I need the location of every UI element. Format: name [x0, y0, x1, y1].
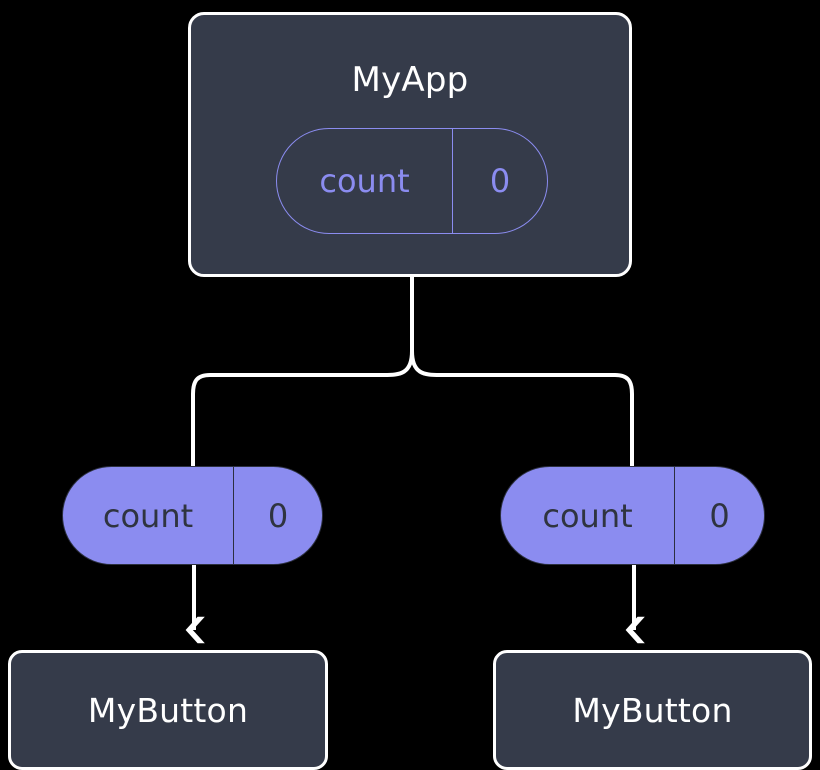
component-node-mybutton-right[interactable]: MyButton — [493, 650, 812, 770]
component-node-mybutton-left[interactable]: MyButton — [8, 650, 328, 770]
component-label-mybutton: MyButton — [87, 690, 249, 730]
state-key-label: count — [319, 162, 410, 200]
state-pill-branch-right[interactable]: count 0 — [500, 466, 765, 565]
edge-branch-left — [191, 349, 414, 468]
state-value-label: 0 — [452, 129, 547, 233]
state-value-label: 0 — [674, 467, 764, 564]
state-pill-root[interactable]: count 0 — [276, 128, 548, 234]
edge-branch-right — [410, 349, 634, 468]
state-key-label: count — [102, 496, 194, 535]
component-label-mybutton: MyButton — [572, 690, 733, 730]
state-pill-branch-left[interactable]: count 0 — [62, 466, 323, 565]
state-key-label: count — [542, 496, 633, 535]
state-value-label: 0 — [233, 467, 322, 564]
component-label-myapp: MyApp — [351, 60, 469, 100]
